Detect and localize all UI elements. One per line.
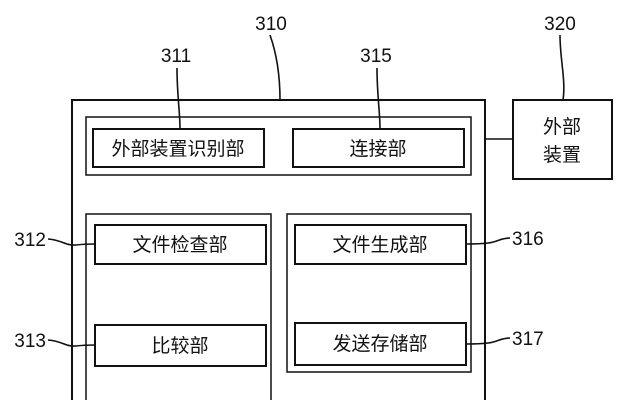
file-check-box <box>94 224 267 265</box>
external-device-identification-box <box>92 128 265 168</box>
leader-320 <box>559 34 565 101</box>
leader-312 <box>47 238 96 246</box>
external-device-label-line2: 装置 <box>543 144 581 166</box>
top-group-box <box>85 116 472 176</box>
comparison-box <box>94 324 267 367</box>
ref-313: 313 <box>14 331 46 352</box>
connection-label: 连接部 <box>349 138 406 160</box>
leader-316 <box>465 237 511 245</box>
file-check-label: 文件检查部 <box>132 234 227 256</box>
ref-317: 317 <box>512 329 544 350</box>
leader-310 <box>269 34 281 101</box>
ref-312: 312 <box>14 230 46 251</box>
external-device-label-line1: 外部 <box>543 116 581 138</box>
external-device-box <box>512 99 613 180</box>
connection-box <box>292 128 465 168</box>
file-generation-label: 文件生成部 <box>332 234 427 256</box>
leader-311 <box>176 67 181 130</box>
external-device-identification-label: 外部装置识别部 <box>111 138 244 160</box>
leader-315 <box>376 67 381 130</box>
right-group-box <box>286 213 472 373</box>
ref-320: 320 <box>544 14 576 35</box>
leader-313 <box>47 339 96 347</box>
ref-316: 316 <box>512 229 544 250</box>
leader-317 <box>465 337 511 345</box>
ref-311: 311 <box>161 46 191 67</box>
file-generation-box <box>294 224 467 265</box>
send-storage-box <box>294 322 467 366</box>
left-group-box <box>85 213 272 400</box>
send-storage-label: 发送存储部 <box>332 333 427 355</box>
comparison-label: 比较部 <box>151 335 208 357</box>
ref-315: 315 <box>360 46 392 67</box>
ref-310: 310 <box>255 14 287 35</box>
